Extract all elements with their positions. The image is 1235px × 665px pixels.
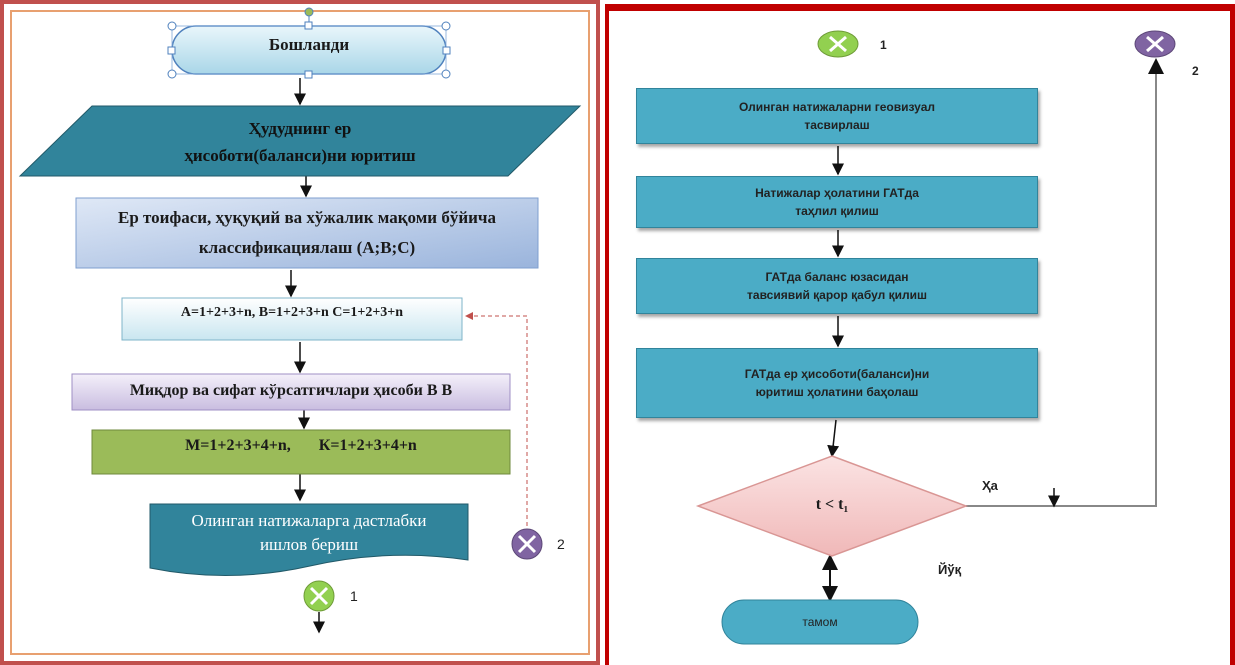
yes-path-line (966, 58, 1164, 507)
gis-analysis-box: Натижалар ҳолатини ГАТда таҳлил қилиш (636, 176, 1038, 228)
left-connector-1-shape (303, 580, 335, 612)
right-connector-1-shape (817, 30, 859, 58)
classify-box-shape (75, 197, 539, 269)
start-label: Бошланди (268, 35, 350, 54)
decision-diamond-shape (695, 455, 969, 557)
selection-handles (167, 7, 451, 79)
decision-label: t < t₁ (815, 496, 849, 513)
left-connector-2-label: 2 (557, 536, 565, 552)
left-connector-1-label: 1 (350, 588, 358, 604)
dashed-feedback-arrow (465, 312, 528, 526)
formula1-box-shape (121, 297, 463, 341)
arrow-box4-to-decision (827, 419, 840, 458)
yes-label: Ҳа (982, 478, 998, 493)
right-flowchart-panel (605, 4, 1235, 665)
end-terminator-shape (721, 599, 919, 645)
end-label: тамом (802, 615, 838, 629)
right-connector-2-label: 2 (1192, 64, 1199, 78)
formula2-box-shape (91, 429, 511, 475)
recommendation-box: ГАТда баланс юзасидан тавсиявий қарор қа… (636, 258, 1038, 314)
no-label: Йўқ (938, 562, 962, 577)
parallelogram-label: Ҳудуднинг ер ҳисоботи(баланси)ни юритиш (184, 119, 416, 165)
indicators-label: Миқдор ва сифат кўрсатгичлари ҳисоби В В (129, 382, 453, 399)
parallelogram-shape (18, 105, 582, 177)
indicators-box-shape (71, 373, 511, 411)
formula1-label: А=1+2+3+n, В=1+2+3+n С=1+2+3+n (180, 305, 404, 320)
evaluation-box: ГАТда ер ҳисоботи(баланси)ни юритиш ҳола… (636, 348, 1038, 418)
formula2-label: М=1+2+3+4+n, К=1+2+3+4+n (185, 437, 417, 454)
left-connector-2-shape (511, 528, 543, 560)
classify-label: Ер тоифаси, ҳуқуқий ва хўжалик мақоми бў… (117, 208, 497, 257)
left-panel-inner-border (10, 10, 590, 655)
prelim-document-shape (149, 503, 469, 577)
prelim-label: Олинган натижаларга дастлабки ишлов бери… (191, 511, 427, 554)
right-connector-1-label: 1 (880, 38, 887, 52)
right-connector-2-shape (1134, 30, 1176, 58)
geovisual-box: Олинган натижаларни геовизуал тасвирлаш (636, 88, 1038, 144)
